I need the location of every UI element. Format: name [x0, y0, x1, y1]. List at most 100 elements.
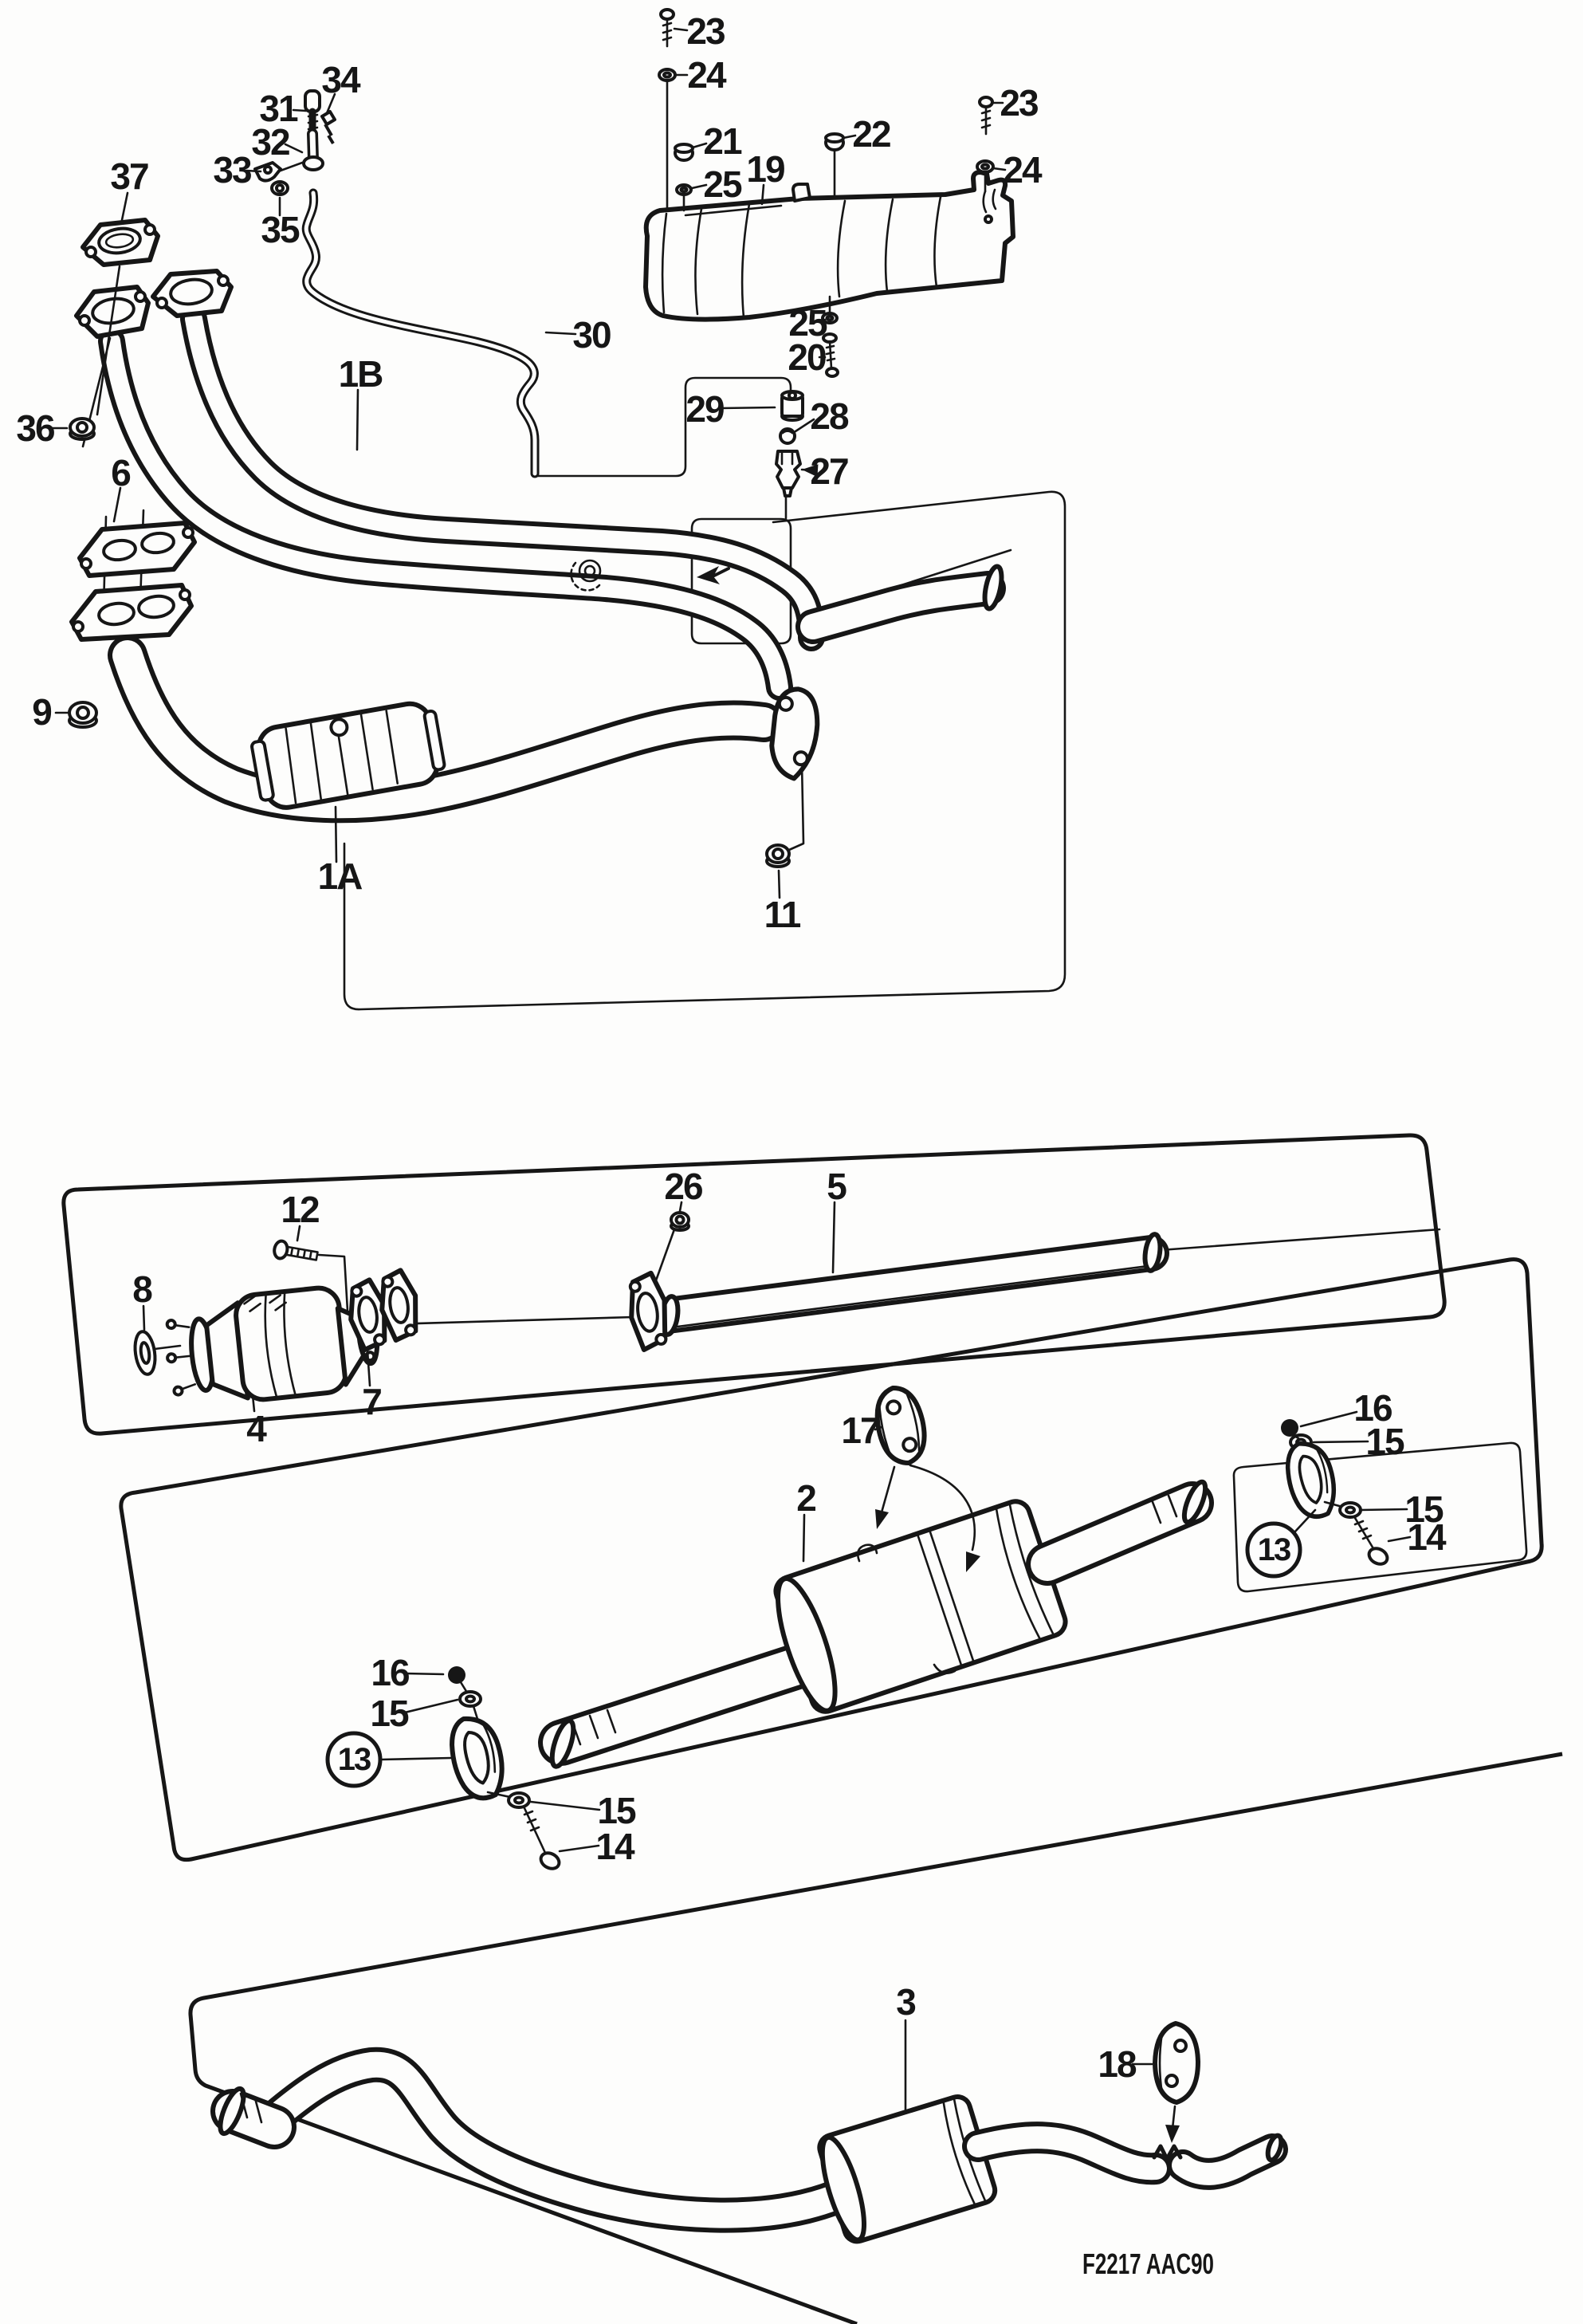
muffler2-inlet-pipe — [538, 1643, 820, 1769]
panel-middle-muffler-band — [119, 1257, 1544, 1862]
callout-6: 6 — [111, 452, 132, 523]
flange-gaskets-6 — [69, 509, 197, 642]
pipe5-inlet-flange — [628, 1270, 668, 1352]
callout-24-right: 24 — [992, 149, 1044, 191]
callout-33: 33 — [213, 149, 262, 191]
callout-11: 11 — [764, 869, 803, 935]
callout-34: 34 — [321, 59, 363, 115]
bolt-12 — [273, 1239, 319, 1261]
shield-fasteners — [658, 8, 995, 378]
egr-clamp-32 — [302, 155, 324, 171]
hanger17-arrowhead-2 — [966, 1551, 980, 1572]
diagram-code: F2217 AAC90 — [1082, 2247, 1214, 2280]
muffler2-strap-hook — [933, 1663, 956, 1674]
nut-22 — [824, 132, 845, 151]
washer-24-right — [976, 159, 995, 174]
rear-muffler — [817, 2094, 998, 2244]
callout-label-2: 2 — [796, 1477, 815, 1519]
callout-label-7: 7 — [362, 1381, 381, 1422]
callout-12: 12 — [281, 1189, 320, 1242]
callout-label-15-right-upper: 15 — [1365, 1421, 1404, 1462]
rubber-hanger-18 — [1153, 2021, 1200, 2105]
callout-28: 28 — [794, 395, 850, 437]
catalytic-converter — [165, 1285, 380, 1402]
ball-stud-16-left — [448, 1666, 465, 1684]
nut-21 — [674, 143, 694, 162]
oxygen-sensor-27 — [775, 450, 802, 497]
catalytic-band-content — [133, 1211, 1441, 1402]
callout-17: 17 — [841, 1410, 883, 1451]
tailpipe-inlet — [210, 2047, 853, 2233]
panel-catalytic-band — [61, 1133, 1447, 1436]
callout-27: 27 — [800, 450, 850, 492]
callout-label-16-right: 16 — [1353, 1387, 1392, 1429]
callout-2: 2 — [796, 1477, 817, 1563]
callout-25-top: 25 — [690, 163, 744, 205]
callout-label-1A: 1A — [318, 855, 363, 897]
callout-15-right-upper: 15 — [1312, 1421, 1406, 1462]
hanger18-arrow-line — [1171, 2105, 1176, 2130]
hanger18-arrowhead — [1165, 2125, 1180, 2143]
hanger17-arrow-line-1 — [880, 1465, 896, 1514]
front-pipe-1a — [108, 635, 820, 824]
washer-24-left — [658, 68, 677, 82]
callout-13-left: 13 — [325, 1731, 453, 1788]
callout-label-29: 29 — [685, 388, 724, 430]
panel-rear-muffler-band — [188, 1752, 1563, 2324]
washer-25-bottom — [821, 312, 839, 324]
callout-label-37: 37 — [110, 155, 148, 197]
callout-label-4: 4 — [246, 1408, 267, 1449]
tail-pipe — [962, 2121, 1288, 2190]
downpipe-1b — [98, 305, 825, 701]
nut-36 — [69, 417, 96, 441]
washer-25-top — [675, 183, 693, 196]
callout-1A: 1A — [318, 805, 363, 897]
callout-label-24-left: 24 — [687, 54, 727, 96]
panel-top — [343, 490, 1066, 1011]
callout-label-11: 11 — [764, 894, 801, 935]
callout-31: 31 — [259, 88, 308, 129]
muffler2-outlet-pipe — [1026, 1479, 1214, 1586]
callout-13-right: 13 — [1245, 1508, 1317, 1579]
sensor-boss — [578, 559, 602, 583]
heat-shield — [643, 170, 1015, 322]
joint-pipe-stub — [795, 549, 1012, 644]
sealing-ring-8 — [133, 1330, 182, 1376]
callout-15-left-lower: 15 — [529, 1790, 638, 1831]
front-pipe-heat-sleeve — [250, 701, 446, 810]
callout-label-17: 17 — [841, 1410, 879, 1451]
callout-15-right-lower: 15 — [1358, 1488, 1445, 1530]
callout-5: 5 — [827, 1166, 848, 1274]
callout-label-14-right: 14 — [1407, 1516, 1447, 1558]
callout-24-left: 24 — [674, 54, 729, 96]
washer-15-right-lower — [1338, 1501, 1362, 1519]
callout-30: 30 — [544, 314, 612, 356]
callout-label-30: 30 — [572, 314, 611, 356]
gasket-7b — [379, 1268, 418, 1343]
callout-label-13-left: 13 — [338, 1742, 371, 1777]
nut-11 — [765, 843, 791, 868]
callout-label-26: 26 — [664, 1166, 702, 1207]
oxygen-sensor-parts — [775, 390, 804, 497]
callout-label-22: 22 — [852, 113, 890, 155]
callout-20: 20 — [788, 336, 827, 378]
callout-23-right: 23 — [991, 82, 1039, 124]
mount-cluster-left — [448, 1666, 561, 1870]
callout-label-36: 36 — [16, 407, 54, 449]
callout-label-28: 28 — [810, 395, 849, 437]
mount-cluster-right — [1281, 1419, 1389, 1566]
callout-16-left: 16 — [371, 1652, 445, 1693]
callout-label-24-right: 24 — [1003, 149, 1043, 191]
callout-label-19: 19 — [746, 148, 784, 190]
callout-label-9: 9 — [32, 691, 51, 733]
hanger17-arrow-line-2 — [909, 1464, 976, 1551]
callout-1B: 1B — [339, 353, 384, 451]
callout-29: 29 — [685, 388, 776, 430]
callout-8: 8 — [132, 1268, 154, 1331]
callout-16-right: 16 — [1299, 1387, 1393, 1429]
callout-4: 4 — [246, 1394, 269, 1449]
callout-26: 26 — [664, 1166, 704, 1213]
callout-label-6: 6 — [111, 452, 130, 494]
callout-label-20: 20 — [788, 336, 826, 378]
callout-37: 37 — [110, 155, 150, 222]
